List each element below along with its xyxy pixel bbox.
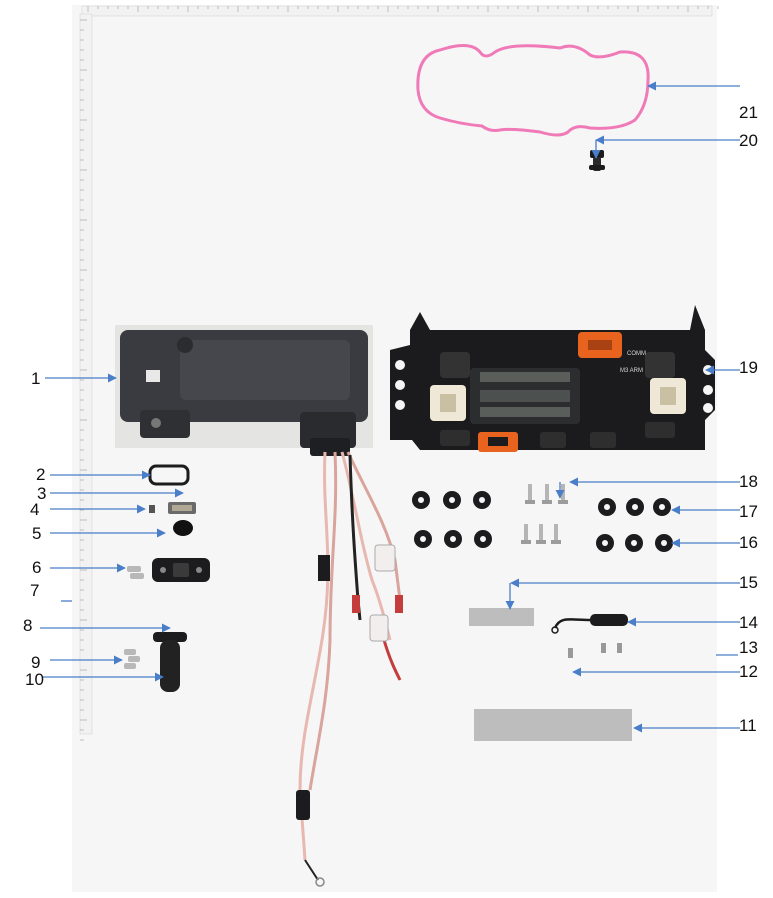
- washer-hole: [659, 504, 665, 510]
- callout-15: 15: [739, 573, 758, 592]
- screw-shaft: [545, 484, 549, 500]
- part-1-housing: [115, 325, 373, 456]
- washer-hole: [602, 540, 608, 546]
- callout-6: 6: [32, 558, 42, 577]
- washer-hole: [604, 504, 610, 510]
- part-6-screws: [127, 566, 144, 579]
- washer-hole: [420, 536, 426, 542]
- top-ruler: [81, 5, 719, 17]
- leader-arrows: [40, 81, 740, 733]
- left-ruler: [79, 13, 93, 741]
- part-16-washers: [414, 530, 673, 552]
- part-3-connector: [168, 502, 196, 514]
- screw-head: [551, 540, 561, 544]
- callout-2: 2: [36, 465, 46, 484]
- part-5-plug: [173, 520, 193, 536]
- washer-hole: [631, 540, 637, 546]
- callout-10: 10: [25, 670, 44, 689]
- washer-hole: [661, 540, 667, 546]
- screw-head: [521, 540, 531, 544]
- callout-3: 3: [37, 484, 47, 503]
- callout-12: 12: [739, 662, 758, 681]
- leader-lines-plain: [61, 600, 738, 656]
- part-14-cable: [551, 614, 628, 634]
- callout-4: 4: [30, 500, 40, 519]
- part-12-screws: [568, 643, 622, 658]
- washer-hole: [449, 497, 455, 503]
- callout-7: 7: [30, 581, 40, 600]
- wire-harness: [296, 451, 403, 887]
- part-10-grommet: [153, 632, 187, 692]
- screw-shaft: [561, 484, 565, 500]
- callout-19: 19: [739, 358, 758, 377]
- callout-13: 13: [739, 638, 758, 657]
- part-11-pad: [474, 709, 632, 741]
- washer-hole: [480, 536, 486, 542]
- part-17-washers: [412, 491, 671, 516]
- part-19-pcb-board: COMM M3 ARM: [390, 305, 715, 452]
- screw-head: [525, 500, 535, 504]
- part-2-ring: [148, 464, 190, 486]
- callout-8: 8: [23, 616, 33, 635]
- board-label-comm: COMM: [627, 351, 646, 357]
- washer-hole: [450, 536, 456, 542]
- callout-11: 11: [739, 716, 757, 735]
- callout-20: 20: [739, 131, 758, 150]
- part-4-pin: [149, 505, 155, 513]
- board-label-arm: M3 ARM: [620, 368, 643, 374]
- screw-shaft: [554, 524, 558, 540]
- screw-shaft: [528, 484, 532, 500]
- callout-16: 16: [739, 533, 758, 552]
- screw-head: [536, 540, 546, 544]
- part-20-valve: [589, 150, 605, 171]
- washer-hole: [479, 497, 485, 503]
- callout-17: 17: [739, 502, 758, 521]
- part-21-gasket: [416, 44, 650, 137]
- washer-hole: [418, 497, 424, 503]
- callout-5: 5: [32, 524, 42, 543]
- callout-14: 14: [739, 613, 758, 632]
- callout-9: 9: [31, 653, 41, 672]
- screw-head: [558, 500, 568, 504]
- callout-1: 1: [31, 369, 41, 388]
- callout-21: 21: [739, 103, 758, 122]
- screw-head: [542, 500, 552, 504]
- part-9-springs: [124, 649, 140, 669]
- part-6-bracket: [152, 558, 210, 582]
- screw-shaft: [524, 524, 528, 540]
- callout-18: 18: [739, 472, 758, 491]
- part-18-screws: [521, 484, 568, 544]
- washer-hole: [632, 504, 638, 510]
- screw-shaft: [539, 524, 543, 540]
- part-15-pad: [469, 608, 534, 626]
